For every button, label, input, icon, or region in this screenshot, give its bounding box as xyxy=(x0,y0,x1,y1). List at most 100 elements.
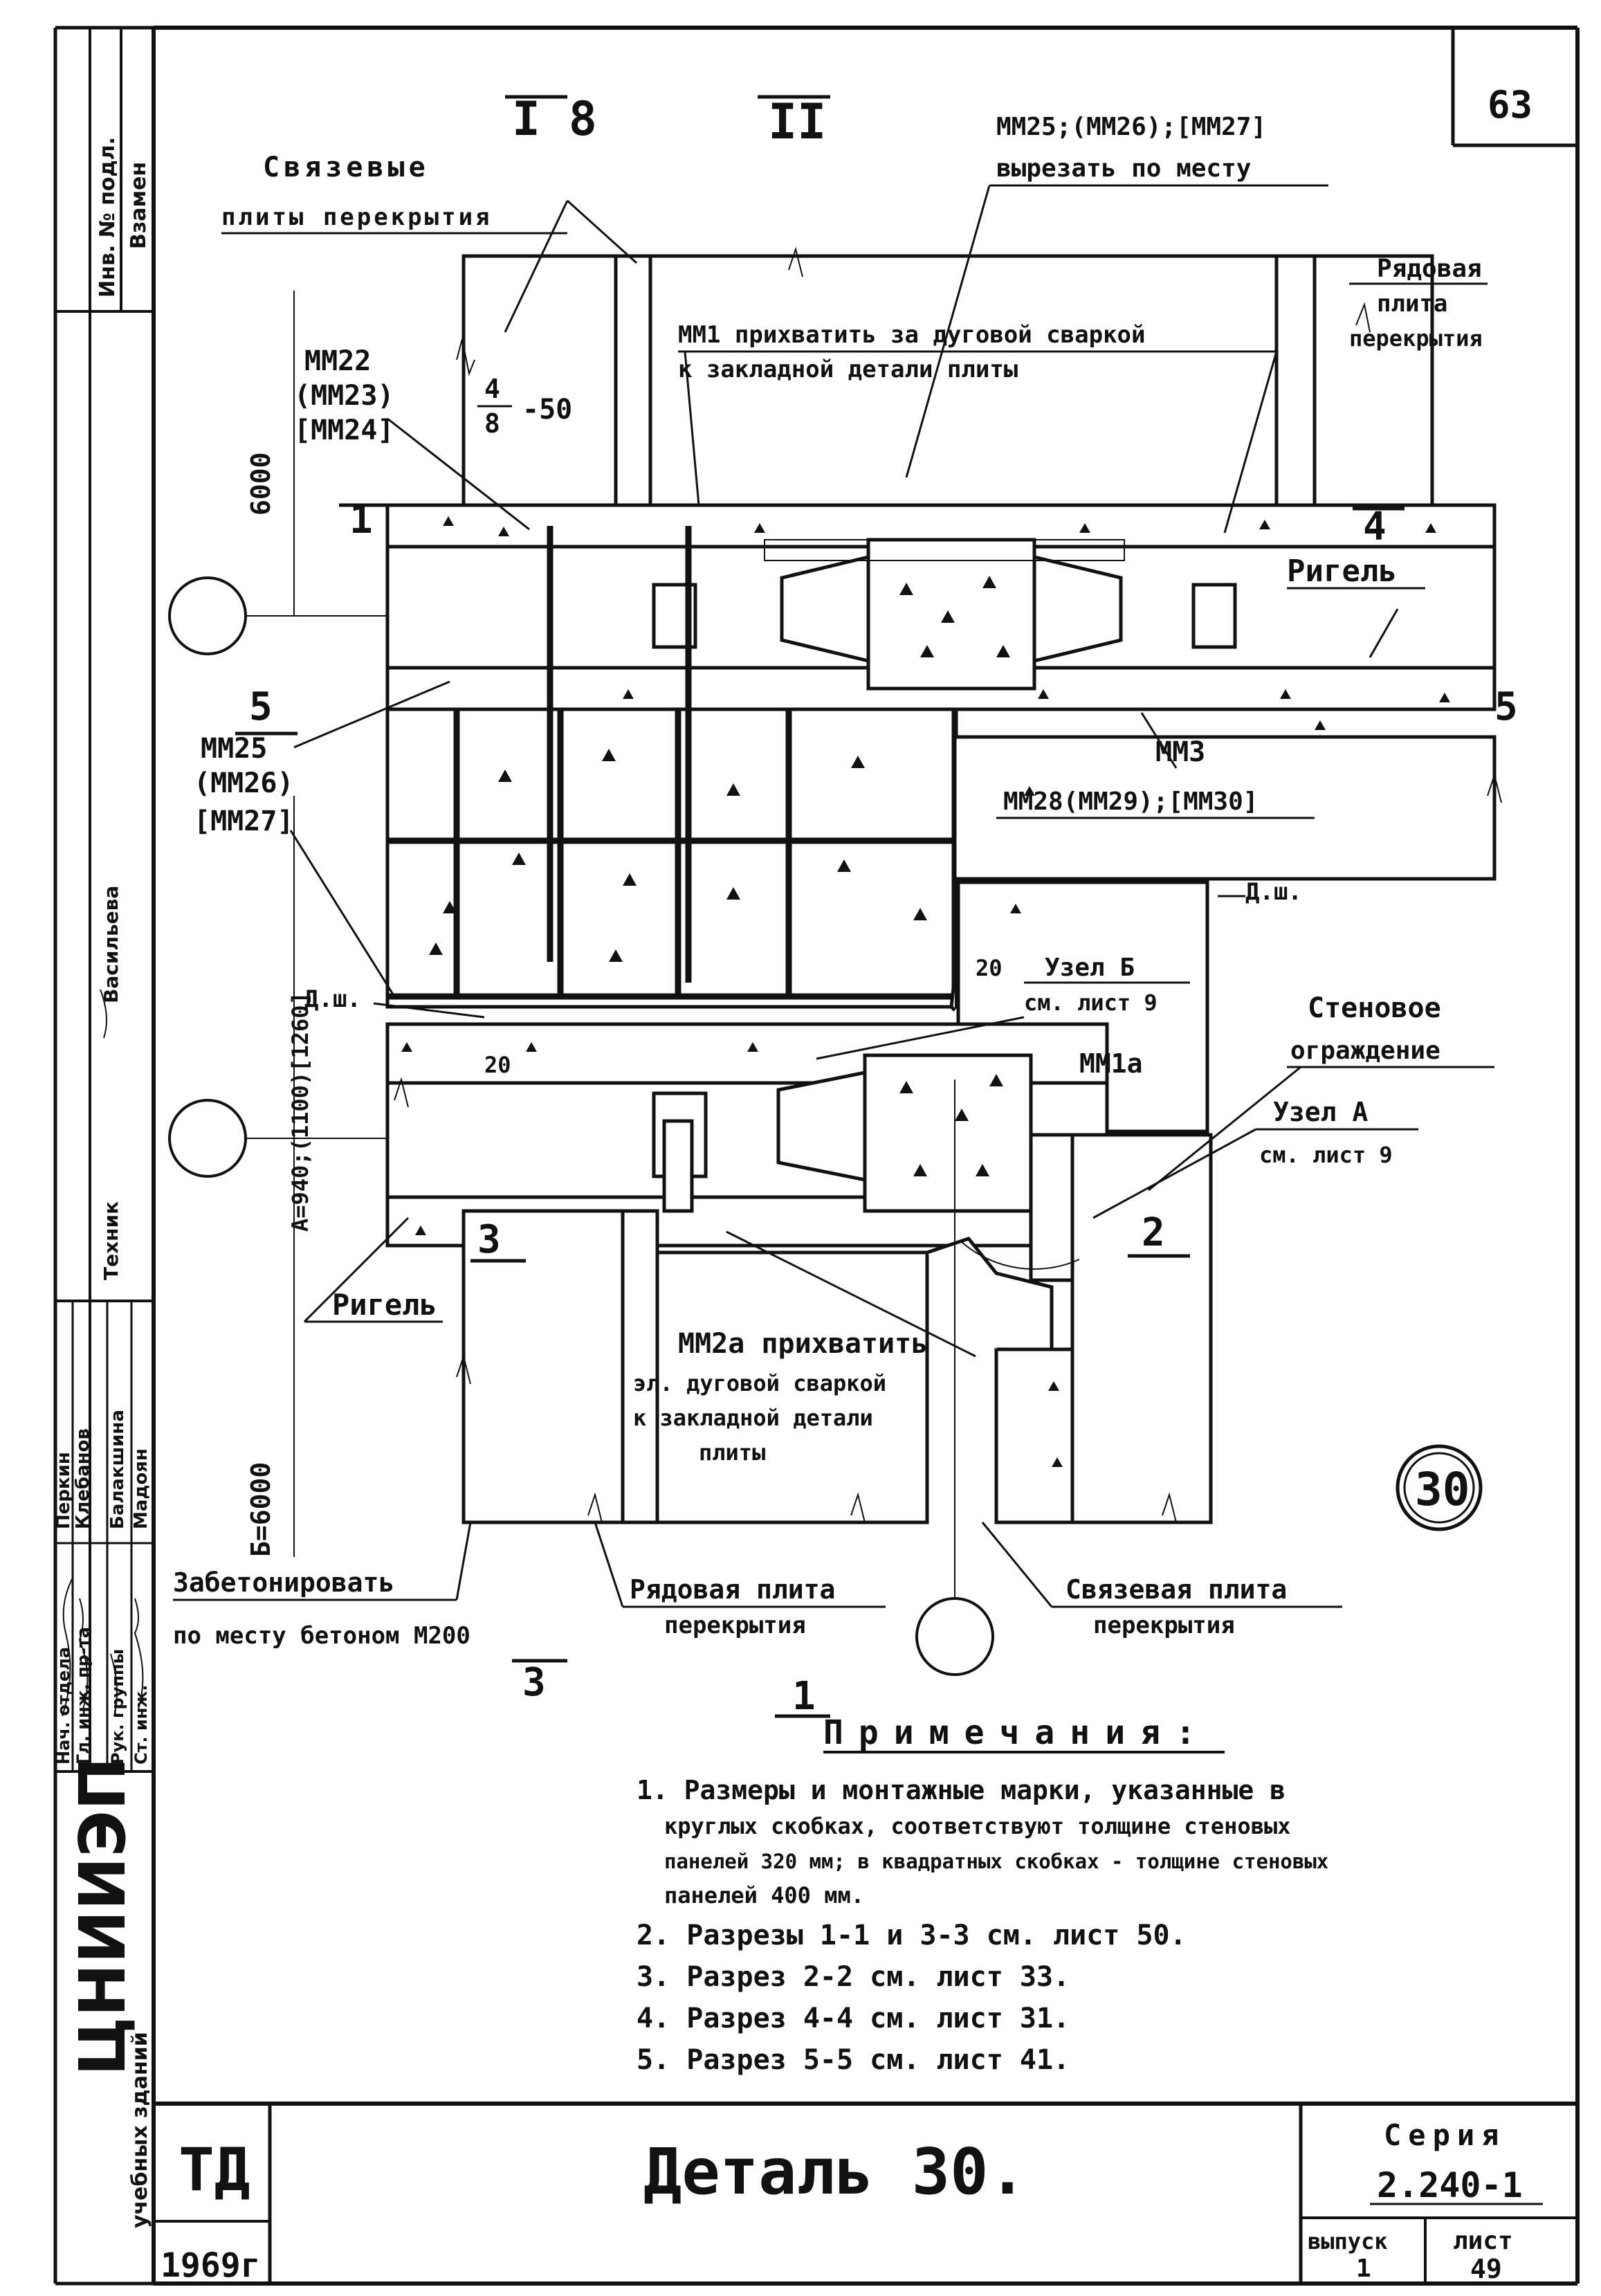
mm1-weld-1: ММ1 прихватить за дуговой сваркой xyxy=(678,321,1146,349)
rigel-bl: Ригель xyxy=(332,1288,437,1322)
note-line-5: 2. Разрезы 1-1 и 3-3 см. лист 50. xyxy=(637,1920,1187,1951)
wall-panel xyxy=(385,707,957,1009)
note-line-2: круглых скобках, соответствуют толщине с… xyxy=(664,1813,1290,1839)
dim-frac-top: 4 xyxy=(484,374,500,404)
replace-cell: Взамен xyxy=(127,162,151,249)
name-1: Перкин xyxy=(53,1452,74,1529)
org-subtitle: учебных зданий xyxy=(128,2032,152,2228)
upper-recess xyxy=(764,539,1125,561)
dim-6000-top: 6000 xyxy=(246,452,276,516)
detail-stamp: 30 xyxy=(1396,1444,1483,1531)
lower-console xyxy=(776,1070,867,1183)
mm2a-3: к закладной детали xyxy=(633,1405,873,1431)
td-label: ТД xyxy=(179,2135,250,2205)
note-line-6: 3. Разрез 2-2 см. лист 33. xyxy=(637,1961,1070,1993)
role-chief-eng: Гл. инж. пр-та xyxy=(73,1627,93,1765)
mm3: ММ3 xyxy=(1155,736,1205,768)
mm25-top-2: вырезать по месту xyxy=(996,154,1251,183)
right-rigel-band xyxy=(953,735,1497,881)
upper-bracket-right xyxy=(1191,583,1237,649)
org-name: ЦНИИЭП xyxy=(66,1757,140,2076)
mm2a-2: эл. дуговой сваркой xyxy=(633,1370,886,1396)
mm1a: ММ1а xyxy=(1079,1048,1143,1079)
dim-20-b: 20 xyxy=(484,1052,511,1078)
lower-column-core xyxy=(863,1053,1033,1213)
name-4: Мадоян xyxy=(131,1448,152,1529)
drawing-geometry xyxy=(385,246,1502,1524)
callouts: Связевые плиты перекрытия ММ22 (ММ23) [М… xyxy=(173,113,1494,1650)
lower-link-rib xyxy=(994,1347,1074,1524)
corner-sheet-number: 63 xyxy=(1451,28,1577,147)
note-line-7: 4. Разрез 4-4 см. лист 31. xyxy=(637,2003,1070,2034)
section-1-bottom: 1 xyxy=(792,1674,816,1719)
mm25-left-2: (ММ26) xyxy=(194,767,294,799)
uzel-b-1: Узел Б xyxy=(1045,954,1135,982)
section-top-2: II xyxy=(768,93,826,150)
sheet-number: 49 xyxy=(1470,2254,1502,2284)
dim-20-a: 20 xyxy=(976,955,1003,981)
wall-enclosure-lower xyxy=(1070,1133,1213,1524)
row-slab-tr-3: перекрытия xyxy=(1349,325,1483,352)
upper-console-right xyxy=(1032,554,1123,664)
signature-strokes xyxy=(62,989,144,1717)
lower-slab-middle xyxy=(655,1250,929,1524)
upper-slab-outline xyxy=(461,254,1317,507)
name-3: Балакшина xyxy=(107,1410,128,1529)
uzel-b-2: см. лист 9 xyxy=(1024,990,1158,1016)
dim-b-6000: Б=6000 xyxy=(246,1462,276,1557)
year-label: 1969г xyxy=(161,2246,261,2285)
inv-number-cell: Инв. № подл. xyxy=(95,137,120,298)
mm1-weld-2: к закладной детали плиты xyxy=(678,356,1018,383)
upper-column-core xyxy=(866,538,1036,691)
upper-slab-rib-left xyxy=(614,254,652,507)
upper-console-left xyxy=(780,554,870,664)
role-group: Рук. группы xyxy=(108,1649,127,1765)
rigel-tr: Ригель xyxy=(1287,554,1397,589)
note-line-1: 1. Размеры и монтажные марки, указанные … xyxy=(637,1775,1286,1805)
note-line-4: панелей 400 мм. xyxy=(664,1882,864,1908)
dsh-left: Д.ш. xyxy=(304,985,361,1013)
dsh-right: Д.ш. xyxy=(1245,878,1302,906)
section-5-left: 5 xyxy=(249,684,273,729)
notes-heading: Примечания: xyxy=(823,1713,1211,1752)
note-line-3: панелей 320 мм; в квадратных скобках - т… xyxy=(664,1850,1328,1873)
dimensions: 6000 А=940;(1100)[1260] Б=6000 4 8 -50 2… xyxy=(246,291,1003,1557)
mm28: ММ28(ММ29);[ММ30] xyxy=(1003,787,1258,816)
dim-a-940: А=940;(1100)[1260] xyxy=(287,992,313,1232)
dim-frac-bot: 8 xyxy=(484,408,500,439)
section-4: 4 xyxy=(1363,504,1387,549)
mm25-left-1: ММ25 xyxy=(201,733,267,765)
stamp-text: 30 xyxy=(1415,1463,1470,1516)
tech-label: Техник xyxy=(100,1201,122,1280)
mm25-top-1: ММ25;(ММ26);[ММ27] xyxy=(996,113,1266,141)
row-slab-top-right xyxy=(1312,254,1434,549)
concrete-1: Забетонировать xyxy=(173,1567,394,1598)
mm22-1: ММ22 xyxy=(304,345,371,377)
row-slab-b-1: Рядовая плита xyxy=(630,1574,835,1605)
detail-title: Деталь 30. xyxy=(643,2135,1027,2209)
concrete-2: по месту бетоном М200 xyxy=(173,1622,470,1650)
wall-1: Стеновое xyxy=(1308,992,1441,1024)
uzel-a-2: см. лист 9 xyxy=(1259,1142,1393,1168)
note-line-8: 5. Разрез 5-5 см. лист 41. xyxy=(637,2044,1070,2076)
tech-name: Васильева xyxy=(100,886,122,1003)
mm2a-4: плиты xyxy=(699,1439,765,1466)
mm25-left-3: [ММ27] xyxy=(194,805,294,837)
row-slab-b-2: перекрытия xyxy=(664,1612,806,1639)
wall-2: ограждение xyxy=(1290,1037,1440,1065)
mm22-2: (ММ23) xyxy=(294,380,394,412)
mm22-3: [ММ24] xyxy=(294,414,394,446)
lower-bracket-stem xyxy=(662,1119,694,1213)
section-top-1: I 8 xyxy=(512,92,597,147)
notes: Примечания: 1. Размеры и монтажные марки… xyxy=(637,1713,1328,2076)
section-marks: I 8 II 1 4 5 5 3 2 3 1 xyxy=(235,92,1518,1719)
link-slabs-1: Связевые xyxy=(263,152,430,183)
issue-label: выпуск xyxy=(1308,2228,1388,2254)
sheet-label: лист xyxy=(1453,2227,1513,2255)
name-2: Клебанов xyxy=(73,1428,93,1529)
series-number: 2.240-1 xyxy=(1377,2165,1523,2205)
corner-number-text: 63 xyxy=(1488,83,1533,127)
upper-slab-rib-right xyxy=(1274,254,1317,507)
series-label: Серия xyxy=(1384,2118,1506,2152)
issue-number: 1 xyxy=(1356,2254,1371,2283)
